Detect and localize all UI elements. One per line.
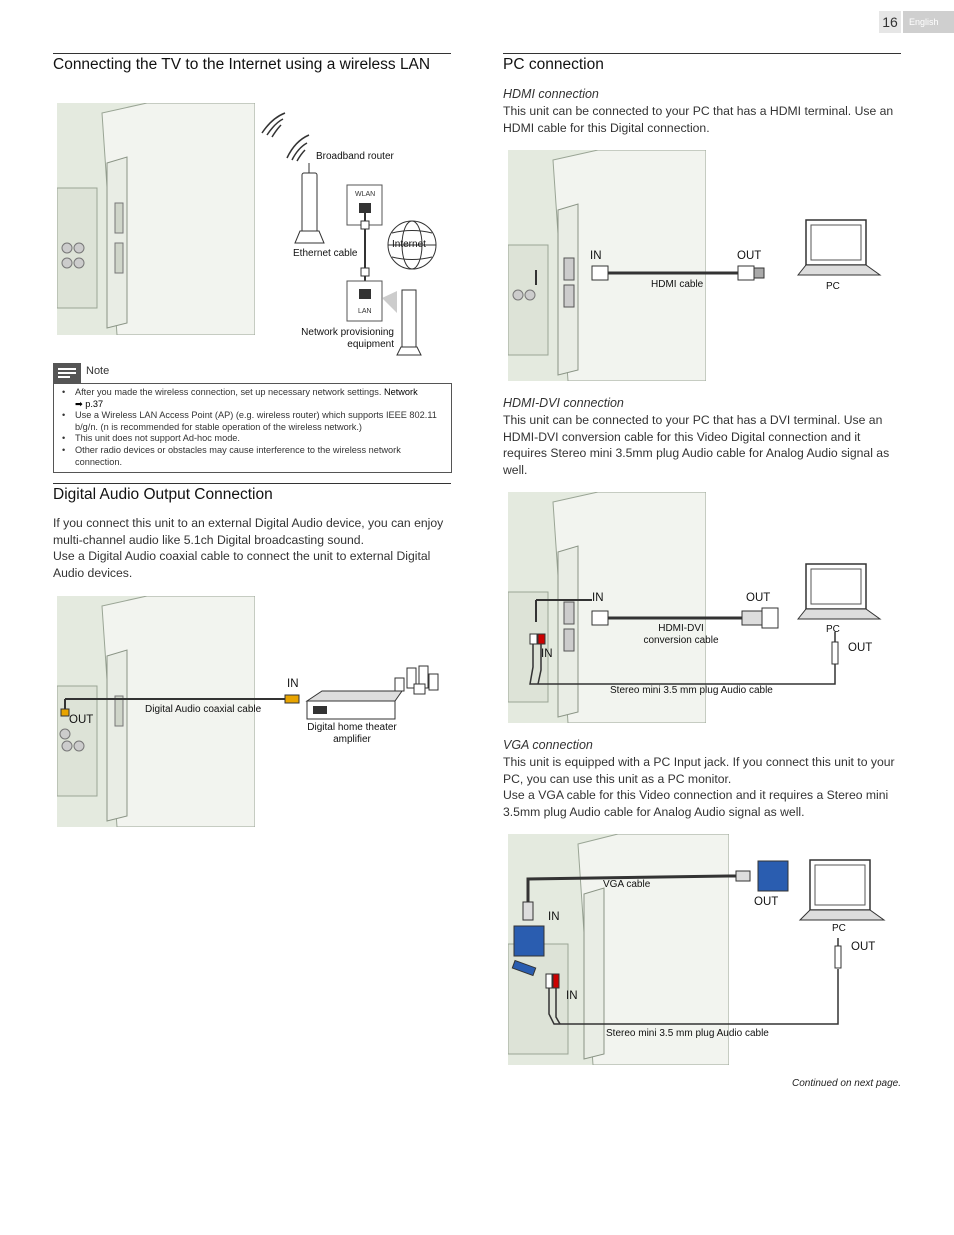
- hdmi-heading: HDMI connection: [503, 87, 599, 101]
- network-link[interactable]: Network: [383, 387, 418, 397]
- hdmi-dvi-connection-illustration: [529, 563, 882, 685]
- pc-label: PC: [826, 281, 840, 292]
- hdmi-dvi-paragraph: This unit can be connected to your PC th…: [503, 413, 890, 477]
- page-ref-link[interactable]: ➡ p.37: [75, 398, 104, 409]
- tv-panel-illustration: [508, 834, 729, 1065]
- language-tab: English: [903, 11, 954, 33]
- page-number: 16: [879, 11, 901, 33]
- vga-out-label: OUT: [754, 896, 779, 908]
- vga-audio-cable-label: Stereo mini 3.5 mm plug Audio cable: [606, 1028, 769, 1039]
- digital-audio-paragraph: If you connect this unit to an external …: [53, 516, 444, 580]
- note-item: Other radio devices or obstacles may cau…: [62, 445, 445, 468]
- vga-paragraph: This unit is equipped with a PC Input ja…: [503, 755, 895, 819]
- pc-connection-title: PC connection: [503, 56, 604, 73]
- hdmi-paragraph: This unit can be connected to your PC th…: [503, 104, 894, 135]
- tv-panel-illustration: [57, 596, 255, 827]
- hdmi-in-label: IN: [590, 250, 602, 262]
- tv-panel-illustration: [57, 103, 255, 335]
- note-icon: [53, 363, 81, 383]
- section-rule: [53, 483, 451, 484]
- audio-in-label: IN: [287, 678, 299, 690]
- vga-cable-label: VGA cable: [603, 879, 651, 890]
- wlan-diagram: Broadband router WLAN Internet Ethernet …: [57, 103, 457, 358]
- tv-panel-illustration: [508, 492, 706, 723]
- hdmi-out-label: OUT: [737, 250, 762, 262]
- dvi-out-label: OUT: [746, 592, 771, 604]
- note-item: Use a Wireless LAN Access Point (AP) (e.…: [62, 410, 445, 433]
- amplifier-label: Digital home theater amplifier: [307, 722, 397, 745]
- hdmi-dvi-heading: HDMI-DVI connection: [503, 396, 624, 410]
- dvi-audio-out-label: OUT: [848, 642, 873, 654]
- tv-back-panel: [57, 103, 255, 335]
- note-item: This unit does not support Ad-hoc mode.: [62, 433, 445, 445]
- hdmi-cable-label: HDMI cable: [651, 279, 704, 290]
- vga-audio-out-label: OUT: [851, 941, 876, 953]
- dvi-in-label: IN: [592, 592, 604, 604]
- coaxial-cable-label: Digital Audio coaxial cable: [145, 704, 262, 715]
- section-rule: [53, 53, 451, 54]
- tv-back-panel: [508, 834, 729, 1065]
- dvi-audio-in-label: IN: [541, 648, 553, 660]
- vga-diagram: VGA cable OUT IN PC OUT IN Stereo mini 3…: [508, 834, 898, 1066]
- audio-connection-illustration: [60, 665, 439, 720]
- vga-audio-in-label: IN: [566, 990, 578, 1002]
- hdmi-diagram: IN OUT HDMI cable PC: [508, 150, 898, 382]
- note-item: After you made the wireless connection, …: [62, 387, 445, 410]
- tv-back-panel: [57, 596, 255, 827]
- audio-out-label: OUT: [69, 714, 94, 726]
- continued-note: Continued on next page.: [792, 1078, 901, 1089]
- vga-in-label: IN: [548, 911, 560, 923]
- npe-label: Network provisioning equipment: [301, 327, 394, 350]
- vga-connection-illustration: [511, 859, 886, 1025]
- wlan-port-label: WLAN: [355, 191, 376, 198]
- dvi-audio-cable-label: Stereo mini 3.5 mm plug Audio cable: [610, 685, 773, 696]
- tv-panel-illustration: [508, 150, 706, 381]
- note-label: Note: [86, 365, 110, 377]
- dvi-cable-label: HDMI-DVI conversion cable: [643, 623, 719, 646]
- wlan-section-title: Connecting the TV to the Internet using …: [53, 56, 431, 73]
- digital-audio-title: Digital Audio Output Connection: [53, 486, 273, 503]
- pc-label: PC: [826, 624, 840, 635]
- internet-label: Internet: [392, 239, 426, 250]
- vga-heading: VGA connection: [503, 738, 593, 752]
- network-connection-illustration: [261, 112, 437, 356]
- broadband-router-label: Broadband router: [316, 151, 394, 162]
- hdmi-dvi-diagram: IN OUT HDMI-DVI conversion cable PC IN O…: [508, 492, 898, 724]
- ethernet-cable-label: Ethernet cable: [293, 248, 358, 259]
- lan-port-label: LAN: [358, 308, 372, 315]
- pc-label: PC: [832, 923, 846, 934]
- digital-audio-diagram: IN OUT Digital Audio coaxial cable Digit…: [57, 596, 447, 828]
- section-rule: [503, 53, 901, 54]
- note-box: After you made the wireless connection, …: [53, 383, 452, 473]
- hdmi-connection-illustration: [535, 219, 882, 285]
